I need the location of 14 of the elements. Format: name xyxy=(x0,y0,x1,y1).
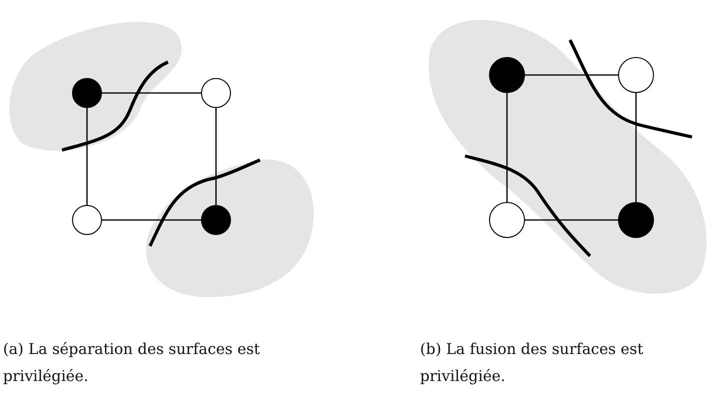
empty-vertex-circle xyxy=(618,57,654,93)
square-edge xyxy=(506,93,508,202)
square-edge xyxy=(102,92,201,94)
square-edge xyxy=(525,74,618,76)
caption: (a) La séparation des surfaces est privilégiée. xyxy=(3,339,261,387)
empty-vertex-circle xyxy=(201,78,231,108)
square-edge xyxy=(525,219,618,221)
square-edge xyxy=(635,93,637,202)
empty-vertex-circle xyxy=(489,202,525,238)
square-edge xyxy=(86,108,88,205)
empty-vertex-circle xyxy=(72,205,102,235)
square-edge xyxy=(102,219,201,221)
square-edge xyxy=(215,108,217,205)
caption: (b) La fusion des surfaces est privilégiée. xyxy=(420,339,644,387)
